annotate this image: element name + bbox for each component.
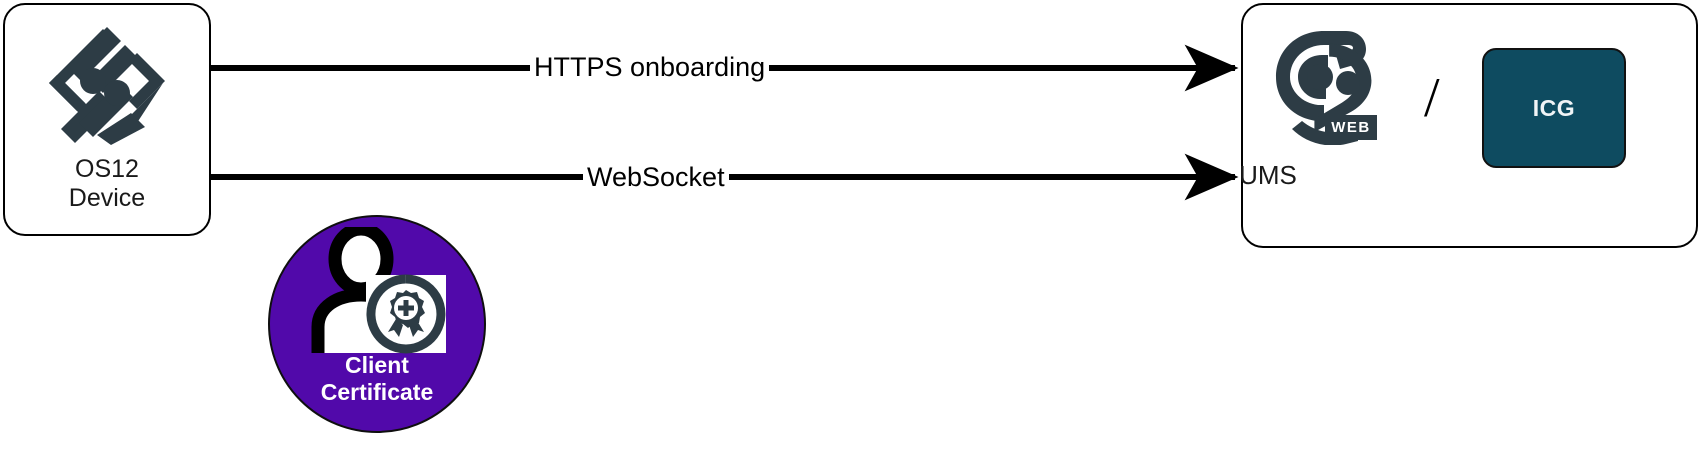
edge-label-websocket: WebSocket [583,162,729,192]
node-ums-label: UMS [1239,160,1297,190]
badge-client-certificate-label: Client Certificate [320,352,434,405]
node-os12-device[interactable]: OS12 Device [3,3,211,236]
node-os12-device-label: OS12 Device [68,155,146,212]
ums-logo-web-tag: WEB [1325,115,1377,140]
node-icg[interactable]: ICG [1482,48,1626,168]
badge-client-certificate[interactable]: Client Certificate [268,215,486,433]
opengear-knot-logo-icon [49,27,165,145]
user-with-certificate-badge-icon [311,227,446,354]
edge-label-https-onboarding: HTTPS onboarding [530,52,770,82]
node-icg-label: ICG [1532,94,1576,121]
ums-icg-separator: / [1424,67,1440,129]
